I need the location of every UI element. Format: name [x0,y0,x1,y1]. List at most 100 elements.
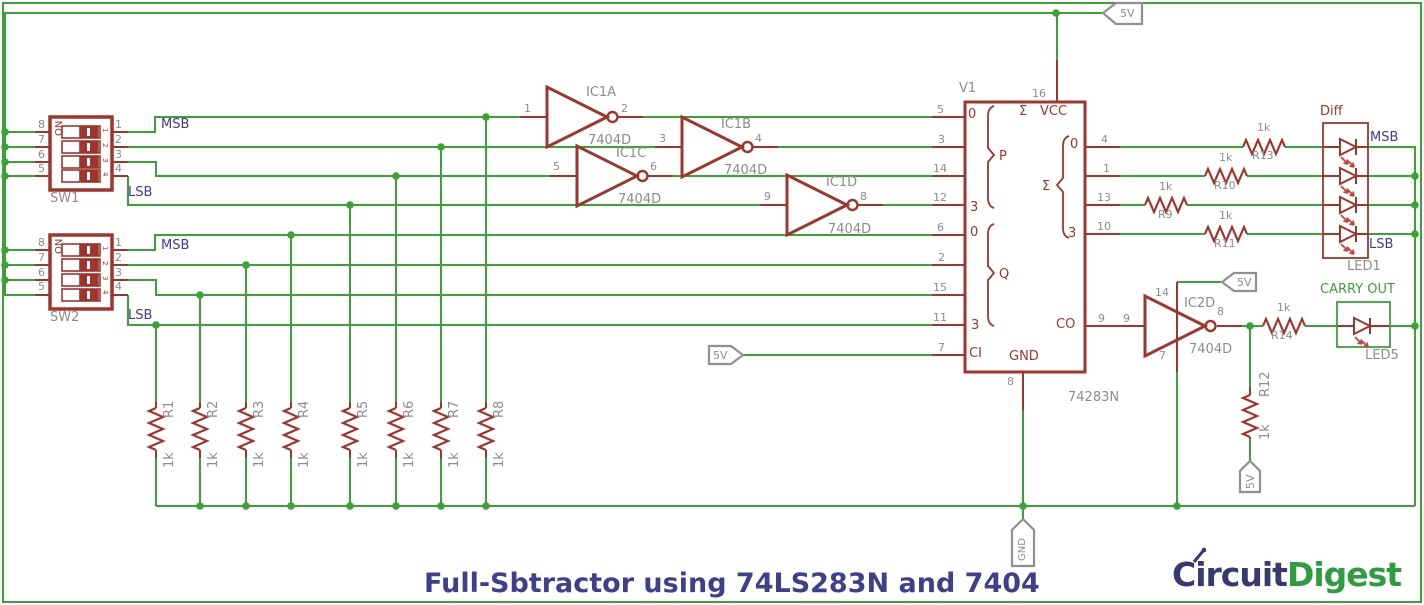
r3-zigzag [236,406,256,452]
r7-zigzag [431,406,451,452]
led1-msb-label: MSB [1370,130,1399,145]
supply-gnd-icon [1010,517,1036,568]
led5-diode-icon [1353,316,1373,336]
sw2-pos2-label: 2 [101,261,109,266]
ic1c-triangle [575,143,641,209]
sw1-pin1-label: 1 [115,118,122,131]
sw1-pin4-label: 4 [115,162,122,175]
r7-val-label: 1k [447,452,462,468]
supply-5v-ic2d-icon [1220,271,1258,293]
junction-dots [1,9,1419,510]
sw1-pos1-label: 1 [101,128,109,133]
r9-ref-label: R9 [1158,208,1173,221]
r13-zigzag [1241,137,1287,157]
sw1-ref-label: SW1 [50,191,80,206]
sw1-pin7-label: 7 [38,133,45,146]
adder-ic-body [963,100,1087,374]
r10-ref-label: R10 [1214,179,1236,192]
led1-outline [1322,122,1369,259]
r5-ref-label: R5 [356,400,371,418]
ic2d-pin-vcc-label: 14 [1155,286,1169,299]
adder-pin6-label: 6 [937,221,944,234]
r6-ref-label: R6 [402,400,417,418]
logo-digest-text: Digest [1286,555,1402,594]
sw2-pin5-label: 5 [38,280,45,293]
r6-zigzag [386,406,406,452]
adder-pin2-label: 2 [938,251,945,264]
r1-val-label: 1k [162,452,177,468]
supply-flags [707,1,1262,568]
adder-pin12-label: 12 [933,191,947,204]
logo-tool-icon [1192,547,1207,563]
r10-val-label: 1k [1219,151,1233,164]
adder-sigma-right-label: Σ [1042,179,1051,194]
ic1c-pin-in-label: 5 [553,160,560,173]
sw2-lsb-label: LSB [128,308,153,323]
supply-5v-ci-icon [707,344,745,366]
adder-pin16-label: 16 [1032,87,1046,100]
r1-ref-label: R1 [162,400,177,418]
adder-s3-label: 3 [1068,226,1077,241]
ic1a-bubble-icon [606,110,619,124]
adder-pin15-label: 15 [933,281,947,294]
r4-zigzag [281,406,301,452]
sw2-pin4-label: 4 [115,280,122,293]
r9-zigzag [1143,195,1189,215]
dip-switch-sw1 [48,115,114,192]
net-wires [4,12,1416,519]
sw1-on-label: ON [54,120,65,136]
ic1a-part-label: 7404D [588,133,632,148]
page-title: Full-Sbtractor using 74LS283N and 7404 [424,568,1040,599]
ic2d-pin-gnd-label: 7 [1159,349,1166,362]
supply-5v-r12-icon [1238,459,1262,494]
r2-val-label: 1k [206,452,221,468]
ic1b-bubble-icon [741,140,754,154]
adder-vcc-label: VCC [1040,104,1068,119]
r11-zigzag [1203,224,1249,244]
sum-group-brace [1055,135,1070,239]
adder-p-label: P [999,149,1007,164]
dip-switch-sw2 [48,233,114,311]
sw2-sliders [61,243,101,302]
ic2d-pin-out-label: 8 [1217,305,1224,318]
ic2d-pin-in-label: 9 [1123,312,1130,325]
led-emission-arrows [1340,156,1369,348]
adder-gnd-label: GND [1009,349,1039,364]
r8-ref-label: R8 [492,400,507,418]
ic2d-bubble-icon [1204,319,1217,333]
sw1-pin8-label: 8 [38,118,45,131]
sw1-msb-label: MSB [161,117,190,132]
ic1b-triangle [680,114,746,180]
r12-zigzag [1240,393,1260,439]
adder-q3-label: 3 [971,318,980,333]
adder-pin11-label: 11 [933,311,947,324]
sw1-pin5-label: 5 [38,162,45,175]
sw2-pin8-label: 8 [38,236,45,249]
ic1d-pin-in-label: 9 [764,190,771,203]
adder-p0-label: 0 [968,107,977,122]
adder-co-label: CO [1056,317,1076,332]
sw2-msb-label: MSB [161,238,190,253]
r7-ref-label: R7 [447,400,462,418]
ic1b-part-label: 7404D [724,163,768,178]
adder-q0-label: 0 [970,225,979,240]
ic1c-bubble-icon [636,169,649,183]
adder-pin13-label: 13 [1097,191,1111,204]
led5-outline [1336,301,1391,348]
sw1-lsb-label: LSB [128,185,153,200]
supply-gnd-label: GND [1017,538,1028,561]
sw2-pos3-label: 3 [101,276,109,281]
r2-zigzag [190,406,210,452]
led-diodes [1339,137,1373,336]
sw1-pin2-label: 2 [115,133,122,146]
ic1c-part-label: 7404D [618,192,662,207]
supply-5v-top-label: 5V [1120,7,1135,20]
sw1-net-wires [127,116,932,206]
sw2-pin6-label: 6 [38,266,45,279]
led1-diode-3-icon [1339,195,1359,215]
sw1-sliders [61,125,101,183]
ic2d-triangle [1143,293,1209,359]
adder-outline [963,100,1087,374]
adder-p3-label: 3 [970,200,979,215]
ic2d-part-label: 7404D [1189,342,1233,357]
